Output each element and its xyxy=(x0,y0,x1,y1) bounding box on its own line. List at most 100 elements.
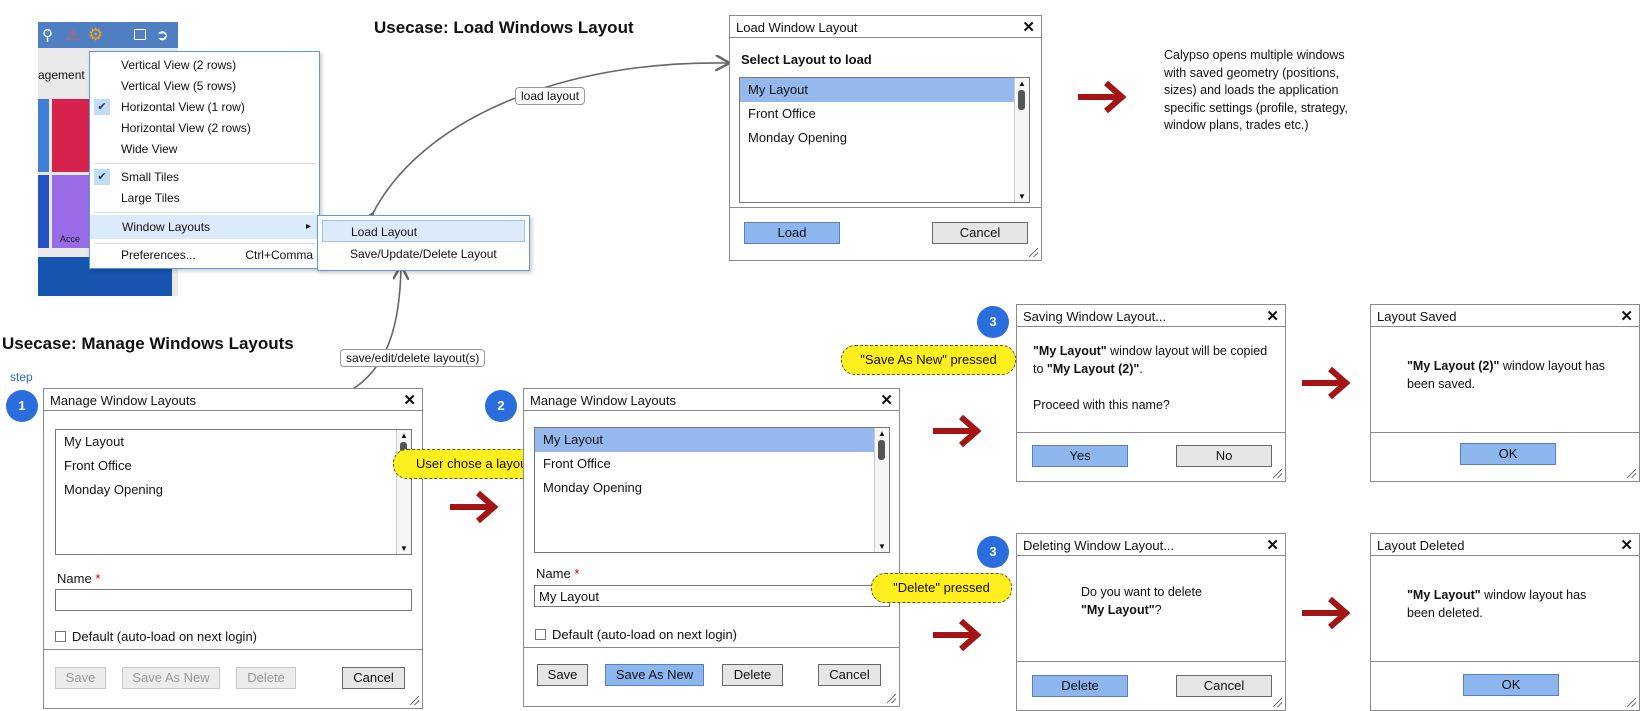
dialog-titlebar: Layout Saved ✕ xyxy=(1371,305,1639,327)
load-button[interactable]: Load xyxy=(744,222,840,244)
menu-item-wide-view[interactable]: Wide View xyxy=(121,142,178,156)
dialog-footer: Save Save As New Delete Cancel xyxy=(44,649,422,708)
manage-window-layouts-dialog-step1: Manage Window Layouts ✕ My Layout Front … xyxy=(43,388,423,709)
message-text: . xyxy=(1139,361,1143,376)
save-as-new-button[interactable]: Save As New xyxy=(605,664,704,686)
close-icon[interactable]: ✕ xyxy=(1620,308,1633,325)
cancel-button[interactable]: Cancel xyxy=(818,664,881,686)
list-item[interactable]: My Layout xyxy=(64,434,124,449)
name-input[interactable] xyxy=(55,589,412,611)
menu-item-horizontal-1[interactable]: ✔ Horizontal View (1 row) xyxy=(90,97,319,118)
message-layout-name: "My Layout" xyxy=(1033,344,1107,358)
save-as-new-pressed-callout: "Save As New" pressed xyxy=(841,345,1016,375)
gear-icon[interactable]: ⚙ xyxy=(88,25,104,44)
resize-grip-icon[interactable] xyxy=(1273,469,1282,478)
list-item[interactable]: Monday Opening xyxy=(543,480,643,495)
list-item[interactable]: Front Office xyxy=(543,456,611,471)
close-icon[interactable]: ✕ xyxy=(880,392,893,409)
list-item[interactable]: My Layout xyxy=(535,428,874,452)
layout-saved-dialog: Layout Saved ✕ "My Layout (2)" window la… xyxy=(1370,304,1640,482)
flow-arrow-icon xyxy=(933,414,982,448)
delete-button[interactable]: Delete xyxy=(1032,675,1128,697)
delete-button[interactable]: Delete xyxy=(722,664,783,686)
save-button[interactable]: Save xyxy=(537,664,588,686)
list-item[interactable]: Monday Opening xyxy=(64,482,164,497)
name-input[interactable] xyxy=(534,585,890,607)
menu-item-horizontal-2[interactable]: Horizontal View (2 rows) xyxy=(121,121,251,135)
ok-button[interactable]: OK xyxy=(1460,443,1556,465)
resize-grip-icon[interactable] xyxy=(1627,469,1636,478)
scroll-thumb[interactable] xyxy=(1018,90,1025,110)
close-icon[interactable]: ✕ xyxy=(403,392,416,409)
scroll-thumb[interactable] xyxy=(878,440,885,460)
submenu-item-save-update-delete[interactable]: Save/Update/Delete Layout xyxy=(350,247,497,261)
scroll-up-icon[interactable]: ▲ xyxy=(878,429,886,438)
yes-button[interactable]: Yes xyxy=(1032,445,1128,467)
dialog-titlebar: Load Window Layout ✕ xyxy=(730,16,1041,38)
close-icon[interactable]: ✕ xyxy=(1022,19,1035,36)
message-layout-name: "My Layout" xyxy=(1081,602,1155,617)
dialog-title: Load Window Layout xyxy=(736,20,858,35)
management-tab-text[interactable]: agement xyxy=(38,68,85,82)
resize-grip-icon[interactable] xyxy=(1273,698,1282,707)
select-layout-label: Select Layout to load xyxy=(741,52,872,67)
resize-grip-icon[interactable] xyxy=(1627,698,1636,707)
close-icon[interactable]: ✕ xyxy=(1620,537,1633,554)
scrollbar[interactable]: ▲▼ xyxy=(1014,78,1029,202)
default-checkbox[interactable] xyxy=(535,629,546,640)
close-icon[interactable]: ✕ xyxy=(1266,537,1279,554)
delete-button[interactable]: Delete xyxy=(236,667,296,689)
menu-item-vertical-5[interactable]: Vertical View (5 rows) xyxy=(121,79,237,93)
menu-item-window-layouts[interactable]: Window Layouts ▸ xyxy=(90,215,319,239)
save-button[interactable]: Save xyxy=(55,667,106,689)
step-label: step xyxy=(10,370,33,384)
menu-item-large-tiles[interactable]: Large Tiles xyxy=(121,191,180,205)
scroll-down-icon[interactable]: ▼ xyxy=(878,542,886,551)
list-item[interactable]: Front Office xyxy=(748,106,816,121)
cancel-button[interactable]: Cancel xyxy=(932,222,1028,244)
minimize-icon[interactable] xyxy=(134,29,146,40)
list-item[interactable]: Monday Opening xyxy=(748,130,848,145)
resize-grip-icon[interactable] xyxy=(410,696,419,705)
dialog-title: Manage Window Layouts xyxy=(50,393,196,408)
logout-icon[interactable]: ➲ xyxy=(156,27,169,44)
ok-button[interactable]: OK xyxy=(1463,674,1559,696)
layout-list[interactable]: My Layout Front Office Monday Opening ▲▼ xyxy=(739,77,1030,203)
cancel-button[interactable]: Cancel xyxy=(342,667,405,689)
scrollbar[interactable]: ▲▼ xyxy=(874,428,889,552)
resize-grip-icon[interactable] xyxy=(1029,248,1038,257)
load-outcome-text: Calypso opens multiple windows with save… xyxy=(1164,48,1348,132)
flow-arrow-icon xyxy=(1302,596,1351,630)
menu-item-vertical-2[interactable]: Vertical View (2 rows) xyxy=(121,58,237,72)
dialog-footer: Yes No xyxy=(1017,432,1285,481)
required-mark: * xyxy=(574,566,580,581)
resize-grip-icon[interactable] xyxy=(887,694,896,703)
scroll-down-icon[interactable]: ▼ xyxy=(400,544,408,553)
save-as-new-button[interactable]: Save As New xyxy=(122,667,220,689)
window-layouts-submenu: Load Layout Save/Update/Delete Layout xyxy=(317,215,530,271)
cancel-button[interactable]: Cancel xyxy=(1176,675,1272,697)
usecase-manage-heading: Usecase: Manage Windows Layouts xyxy=(2,334,294,353)
manage-layout-edge-label: save/edit/delete layout(s) xyxy=(340,349,486,367)
submenu-item-load-layout[interactable]: Load Layout xyxy=(322,220,525,242)
tile[interactable] xyxy=(38,99,49,172)
scroll-up-icon[interactable]: ▲ xyxy=(400,431,408,440)
no-button[interactable]: No xyxy=(1176,445,1272,467)
scroll-down-icon[interactable]: ▼ xyxy=(1018,192,1026,201)
close-icon[interactable]: ✕ xyxy=(1266,308,1279,325)
flow-arrow-icon xyxy=(1078,80,1127,114)
scroll-up-icon[interactable]: ▲ xyxy=(1018,79,1026,88)
search-icon[interactable]: ⚲ xyxy=(42,27,53,44)
warning-icon[interactable]: ⚠ xyxy=(66,27,80,44)
tile[interactable] xyxy=(38,175,49,248)
dialog-footer: Load Cancel xyxy=(730,207,1041,260)
list-item[interactable]: Front Office xyxy=(64,458,132,473)
layout-list[interactable]: My Layout Front Office Monday Opening ▲ ▼ xyxy=(55,429,412,555)
menu-item-small-tiles[interactable]: ✔ Small Tiles xyxy=(90,167,319,188)
step-badge-2: 2 xyxy=(485,390,517,422)
list-item[interactable]: My Layout xyxy=(740,78,1014,102)
default-checkbox[interactable] xyxy=(55,631,66,642)
layout-list[interactable]: My Layout Front Office Monday Opening ▲▼ xyxy=(534,427,890,553)
menu-item-preferences[interactable]: Preferences... Ctrl+Comma xyxy=(90,245,319,266)
menu-item-label: Window Layouts xyxy=(122,220,211,234)
